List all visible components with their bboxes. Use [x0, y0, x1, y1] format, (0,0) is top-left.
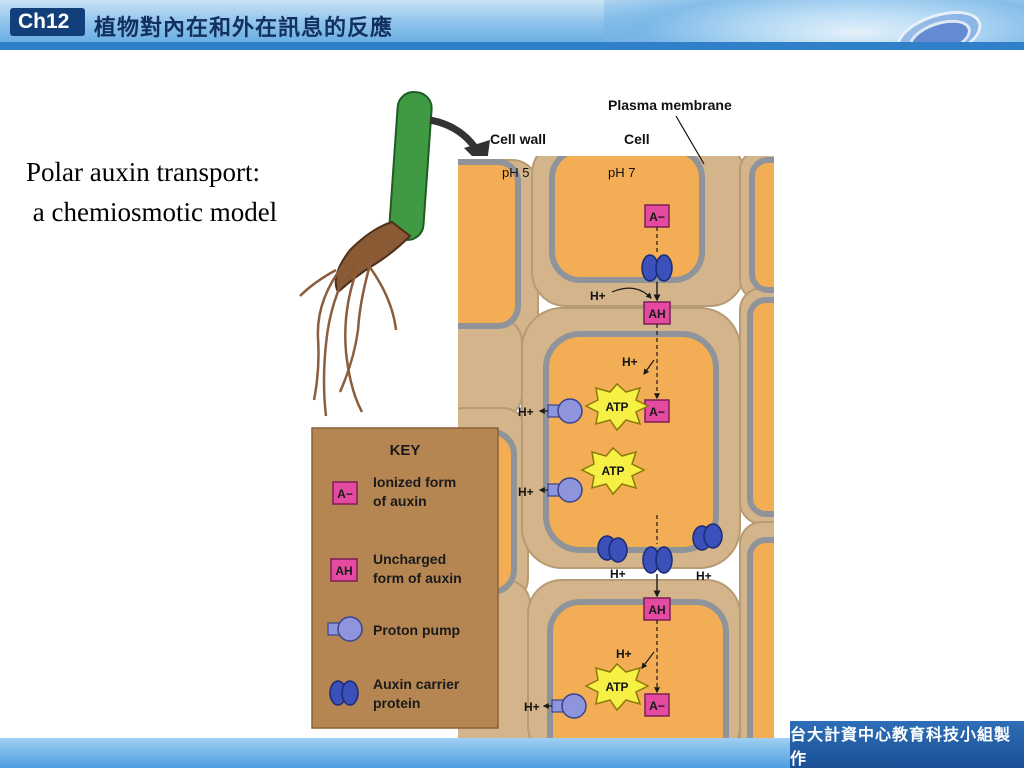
hplus-label-6: H+: [696, 569, 712, 583]
wall-left-mid: [458, 317, 523, 419]
cell-bottom-right: [747, 537, 774, 746]
ion-label-bottom: A−: [649, 699, 665, 713]
key-item-uncharged: AH Uncharged form of auxin: [330, 551, 462, 586]
hplus-label-2: H+: [622, 355, 638, 369]
label-cell-wall: Cell wall: [490, 131, 546, 147]
key-label-proton-pump: Proton pump: [373, 622, 460, 638]
key-symbol-ionized: A−: [337, 487, 353, 501]
header-stripe: [0, 42, 1024, 50]
label-ph-wall: pH 5: [502, 165, 529, 180]
key-label-ionized-1: Ionized form: [373, 474, 456, 490]
plasma-membrane-pointer: [675, 115, 705, 165]
key-label-uncharged-2: form of auxin: [373, 570, 462, 586]
transport-pathway: A− H+ AH H+ A− ATP H+ ATP: [518, 204, 723, 719]
key-item-proton-pump: Proton pump: [327, 616, 460, 642]
atp-burst-2: ATP: [580, 446, 646, 496]
key-symbol-uncharged: AH: [335, 564, 352, 578]
proton-pump-2: [547, 477, 583, 503]
carrier-protein-bottom-left: [597, 535, 628, 563]
carrier-protein-bottom-center: [642, 546, 673, 574]
key-item-ionized: A− Ionized form of auxin: [332, 474, 456, 509]
hplus-label-8: H+: [524, 700, 540, 714]
slide-subtitle: Polar auxin transport: a chemiosmotic mo…: [26, 152, 277, 232]
subtitle-line-2: a chemiosmotic model: [26, 197, 278, 227]
atp-burst-1: ATP: [584, 382, 650, 432]
key-title: KEY: [390, 442, 421, 459]
carrier-protein-bottom-right: [692, 523, 723, 551]
seedling-roots: [299, 257, 398, 417]
key-label-ionized-2: of auxin: [373, 493, 427, 509]
hplus-label-1: H+: [590, 289, 606, 303]
hplus-label-5: H+: [610, 567, 626, 581]
key-label-uncharged-1: Uncharged: [373, 551, 446, 567]
tissue-section: [458, 156, 774, 746]
proton-pump-3: [551, 693, 587, 719]
key-panel: KEY A− Ionized form of auxin AH Uncharge…: [311, 427, 499, 729]
atp-label-2: ATP: [601, 464, 624, 478]
seedling-illustration: [299, 91, 490, 417]
atp-label-1: ATP: [605, 400, 628, 414]
hplus-label-7: H+: [616, 647, 632, 661]
cell-upper-left: [458, 159, 521, 329]
cell-middle-main: [543, 331, 719, 553]
hplus-label-3: H+: [518, 405, 534, 419]
cell-upper-right: [749, 157, 774, 293]
cell-right-mid: [747, 297, 774, 517]
carrier-protein-top: [641, 254, 673, 282]
ion-label-mid: A−: [649, 405, 665, 419]
atp-burst-3: ATP: [584, 662, 650, 712]
ion-label-top: A−: [649, 210, 665, 224]
key-label-carrier-2: protein: [373, 695, 420, 711]
ah-label-top: AH: [648, 307, 665, 321]
ion-box-bottom: [644, 693, 670, 717]
label-cell: Cell: [624, 131, 650, 147]
hplus-label-4: H+: [518, 485, 534, 499]
label-plasma-membrane: Plasma membrane: [608, 97, 732, 113]
page-title: 植物對內在和外在訊息的反應: [94, 15, 394, 40]
ah-label-bottom: AH: [648, 603, 665, 617]
chapter-label: Ch12: [18, 10, 70, 33]
key-label-carrier-1: Auxin carrier: [373, 676, 460, 692]
label-ph-cell: pH 7: [608, 165, 635, 180]
cell-upper-main: [549, 156, 705, 283]
key-item-carrier: Auxin carrier protein: [329, 676, 460, 711]
subtitle-line-1: Polar auxin transport:: [26, 157, 260, 187]
ion-box-mid: [644, 399, 670, 423]
chapter-tag: [10, 8, 85, 36]
header-bar: Ch12 植物對內在和外在訊息的反應: [0, 0, 1024, 50]
seedling-root-mass: [334, 220, 412, 294]
seedling-shoot: [388, 91, 433, 241]
atp-label-3: ATP: [605, 680, 628, 694]
footer-credit: 台大計資中心教育科技小組製作: [790, 721, 1024, 768]
